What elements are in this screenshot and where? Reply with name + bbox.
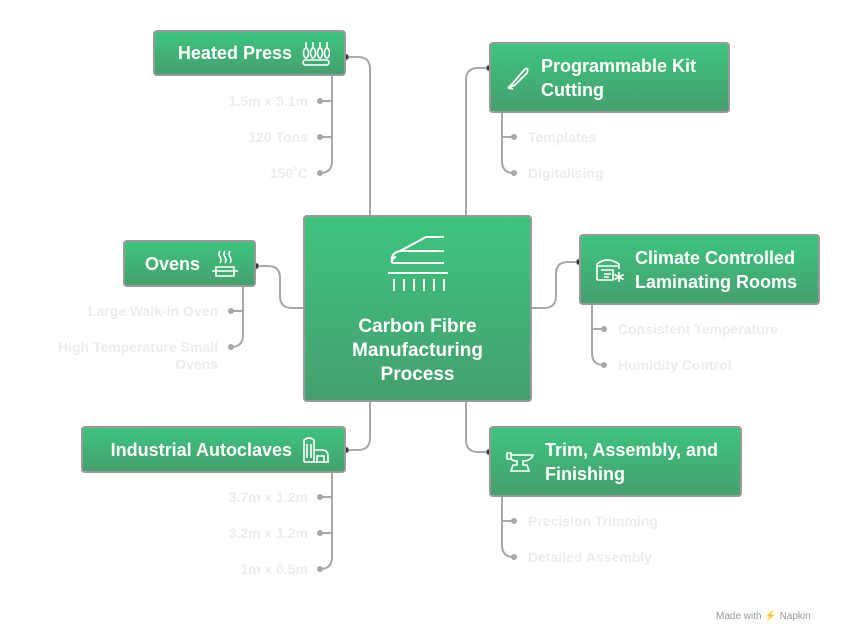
sub-item: Consistent Temperature <box>618 321 778 337</box>
sub-item: High Temperature Small Ovens <box>57 339 218 372</box>
sub-item: 120 Tons <box>248 129 308 145</box>
sub-item: Templates <box>528 129 597 145</box>
climate-room-icon <box>595 256 625 284</box>
node-ovens[interactable]: Ovens <box>123 240 256 287</box>
node-kit-cutting[interactable]: Programmable Kit Cutting <box>489 42 730 113</box>
sub-item: Detailed Assembly <box>528 549 652 565</box>
node-heated-press[interactable]: Heated Press <box>153 30 346 76</box>
center-title: Carbon Fibre Manufacturing Process <box>352 315 483 385</box>
sub-item: Precision Trimming <box>528 513 658 529</box>
node-label: Trim, Assembly, and Finishing <box>545 439 719 484</box>
node-label: Heated Press <box>177 43 292 63</box>
node-label: Programmable Kit Cutting <box>541 55 697 100</box>
sub-item: 1.5m x 3.1m <box>228 93 308 109</box>
center-node[interactable]: Carbon Fibre Manufacturing Process <box>303 215 532 402</box>
sub-item: 150˚C <box>269 165 308 181</box>
node-label: Climate Controlled Laminating Rooms <box>635 247 798 292</box>
footer-credit[interactable]: Made with ⚡ Napkin <box>716 611 811 622</box>
train-icon <box>386 231 450 301</box>
node-climate-rooms[interactable]: Climate Controlled Laminating Rooms <box>579 234 820 305</box>
node-autoclaves[interactable]: Industrial Autoclaves <box>81 426 346 473</box>
autoclave-icon <box>302 436 330 464</box>
node-label: Ovens <box>144 253 200 274</box>
sub-item: Humidity Control <box>618 357 732 373</box>
sub-item: 1m x 0.5m <box>240 561 308 577</box>
node-label: Industrial Autoclaves <box>110 439 292 460</box>
sub-item: Large Walk-in Oven <box>87 303 218 319</box>
sub-item: 3.2m x 1.2m <box>228 525 308 541</box>
oven-icon <box>210 249 240 279</box>
knife-icon <box>505 65 531 91</box>
sub-item: Digitalising <box>528 165 604 181</box>
node-trim-assembly[interactable]: Trim, Assembly, and Finishing <box>489 426 742 497</box>
sub-item: 3.7m x 1.2m <box>228 489 308 505</box>
anvil-icon <box>505 449 535 475</box>
press-icon <box>302 40 330 66</box>
